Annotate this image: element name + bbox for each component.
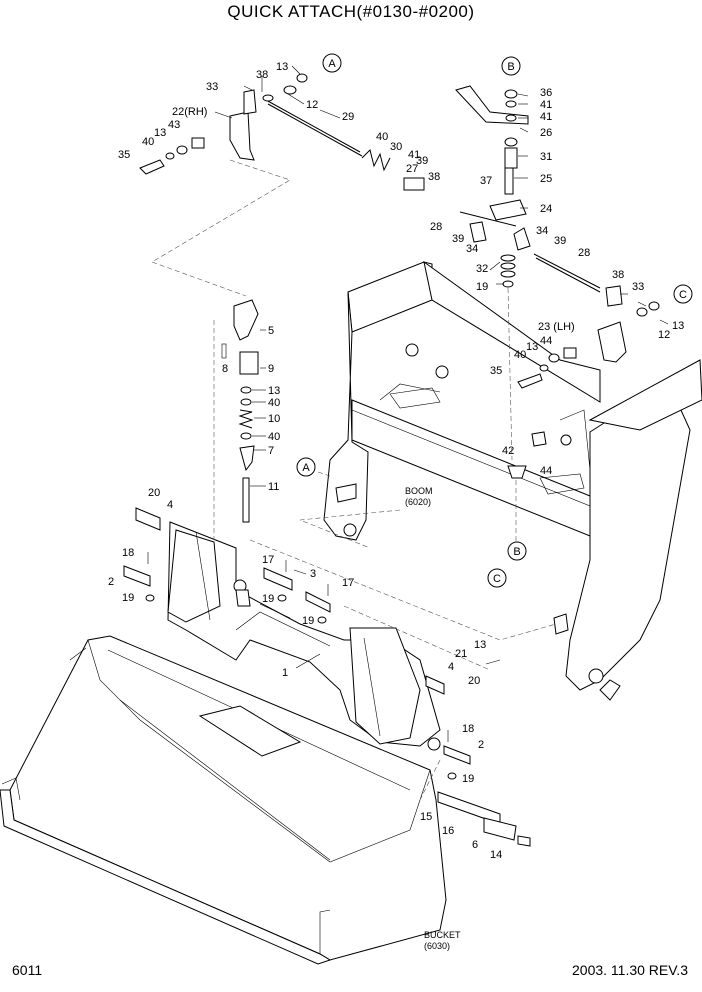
bucket-label: BUCKET [424,930,461,940]
part-label: 33 [632,281,644,293]
part-label: 2 [108,576,114,588]
callout-a-boom: A [302,462,310,474]
part-label: 42 [502,445,514,457]
part-label: 38 [256,69,268,81]
part-label: 13 [276,61,288,73]
part-label: 7 [268,445,274,457]
part-label: 8 [222,363,228,375]
part-label: 3 [310,568,316,580]
part-label: 4 [167,499,173,511]
boom-assembly [323,260,702,701]
part-label: 18 [462,723,474,735]
part-label: 11 [268,481,279,493]
part-label: 36 [540,87,552,99]
part-label: 10 [268,413,280,425]
part-label: 20 [148,487,160,499]
part-label: 19 [462,773,474,785]
part-label: 20 [468,675,480,687]
part-label: 15 [420,811,432,823]
part-label: 33 [206,81,218,93]
guide-lines [151,159,557,801]
part-label: 12 [658,329,670,341]
part-label: 19 [302,615,314,627]
part-labels: 1 2 2 3 4 4 5 6 7 8 9 10 11 12 12 13 13 … [108,61,684,861]
part-label: 24 [540,203,552,215]
part-label: 39 [554,235,566,247]
part-label: 41 [540,111,552,123]
part-label: 21 [455,648,467,660]
part-label: 17 [342,577,354,589]
part-label: 32 [476,263,488,275]
part-label: 40 [514,349,526,361]
part-label: 27 [406,163,418,175]
part-label: 41 [540,99,552,111]
part-label: 19 [476,281,488,293]
part-label: 4 [448,661,454,673]
part-label: 44 [540,465,552,477]
part-label: 37 [480,175,492,187]
part-label: 23 (LH) [538,321,575,333]
part-label: 6 [472,839,478,851]
part-label: 5 [268,325,274,337]
callout-c-right: C [679,289,687,301]
quick-attach-plate [167,521,441,751]
part-label: 40 [268,431,280,443]
part-label: 13 [154,127,166,139]
part-label: 40 [376,131,388,143]
part-label: 1 [282,667,288,679]
part-label: 13 [268,385,280,397]
part-label: 34 [466,243,478,255]
assembly-labels: BOOM (6020) BUCKET (6030) [405,486,461,951]
part-label: 30 [390,141,402,153]
page-number: 6011 [12,962,43,978]
boom-label: BOOM [405,486,433,496]
callout-b-top: B [507,61,514,73]
part-label: 13 [474,639,486,651]
part-label: 31 [540,151,552,163]
linkage-parts [123,73,660,847]
part-label: 29 [342,111,354,123]
part-label: 28 [430,221,442,233]
callout-a-top: A [328,58,336,70]
part-label: 44 [540,335,552,347]
part-label: 19 [122,592,134,604]
part-label: 28 [578,247,590,259]
part-label: 26 [540,127,552,139]
part-label: 18 [122,547,134,559]
part-label: 38 [428,171,440,183]
bucket-assembly [0,635,447,965]
part-label: 2 [478,739,484,751]
part-label: 17 [262,554,274,566]
part-label: 40 [142,136,154,148]
part-label: 34 [536,225,548,237]
callout-circles: A B C A B C [296,53,693,588]
part-label: 9 [268,363,274,375]
part-label: 40 [268,397,280,409]
part-label: 41 [408,149,420,161]
bucket-ref: (6030) [424,941,450,951]
part-label: 25 [540,173,552,185]
boom-ref: (6020) [405,497,431,507]
part-label: 43 [168,119,180,131]
part-label: 35 [490,365,502,377]
part-label: 39 [416,155,428,167]
part-label: 38 [612,269,624,281]
part-label: 13 [526,341,538,353]
part-label: 12 [306,99,318,111]
page-title: QUICK ATTACH(#0130-#0200) [227,2,475,21]
callout-c-boom: C [493,573,501,585]
callout-b-boom: B [513,546,520,558]
leader-lines [214,65,669,669]
part-label: 22(RH) [172,106,207,118]
part-label: 16 [442,825,454,837]
part-label: 14 [490,849,502,861]
part-label: 35 [118,149,130,161]
part-label: 19 [262,593,274,605]
part-label: 39 [452,233,464,245]
revision-date: 2003. 11.30 REV.3 [572,962,688,978]
part-label: 13 [672,320,684,332]
